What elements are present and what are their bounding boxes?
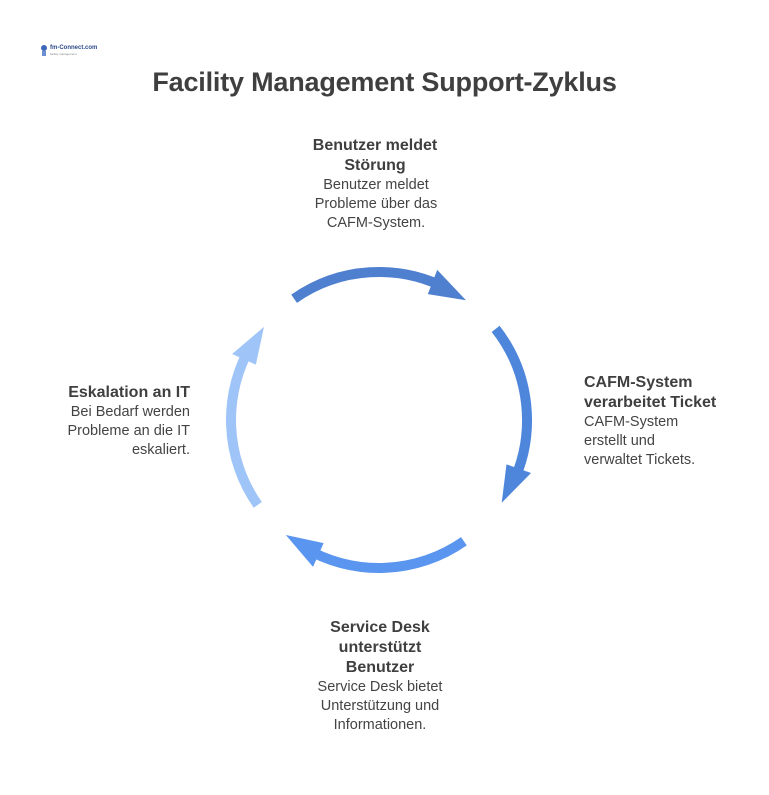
description-line: Unterstützung und: [320, 698, 440, 714]
description-line: Probleme über das: [314, 196, 438, 212]
heading-line: Eskalation an IT: [68, 384, 190, 401]
arc-right: [491, 325, 532, 487]
arc-bottom-arrowhead: [285, 535, 324, 567]
step-left: Eskalation an IT Bei Bedarf werden Probl…: [20, 383, 190, 460]
description-line: Bei Bedarf werden: [70, 404, 190, 420]
arc-left: [226, 341, 262, 508]
heading-line: Benutzer meldet: [312, 137, 438, 154]
arc-left-arrowhead: [232, 326, 264, 365]
logo-icon: [41, 45, 47, 56]
arc-top: [291, 267, 451, 303]
description-line: erstellt und: [584, 433, 655, 449]
description-line: Probleme an die IT: [67, 423, 190, 439]
arc-right-arrowhead: [501, 464, 532, 503]
step-right-heading: CAFM-System verarbeitet Ticket: [584, 373, 754, 413]
description-line: CAFM-System: [584, 414, 679, 430]
step-top: Benutzer meldet Störung Benutzer meldet …: [295, 136, 455, 233]
step-bottom-description: Service Desk bietet Unterstützung und In…: [300, 678, 460, 735]
logo-text: fm-Connect.com: [50, 45, 98, 51]
heading-line: Benutzer: [345, 659, 415, 676]
description-line: eskaliert.: [131, 442, 190, 458]
step-left-heading: Eskalation an IT: [20, 383, 190, 403]
step-top-description: Benutzer meldet Probleme über das CAFM-S…: [295, 176, 455, 233]
step-right-description: CAFM-System erstellt und verwaltet Ticke…: [584, 413, 754, 470]
description-line: verwaltet Tickets.: [584, 452, 696, 468]
step-left-description: Bei Bedarf werden Probleme an die IT esk…: [20, 403, 190, 460]
heading-line: CAFM-System: [584, 374, 693, 391]
step-bottom-heading: Service Desk unterstützt Benutzer: [300, 618, 460, 678]
logo-subtitle: facility management: [50, 52, 77, 56]
heading-line: Service Desk: [330, 619, 430, 636]
heading-line: unterstützt: [338, 639, 422, 656]
heading-line: Störung: [344, 157, 406, 174]
description-line: Informationen.: [333, 717, 427, 733]
description-line: Service Desk bietet: [317, 679, 443, 695]
step-top-heading: Benutzer meldet Störung: [295, 136, 455, 176]
heading-line: verarbeitet Ticket: [584, 394, 717, 411]
arc-bottom: [300, 537, 467, 573]
step-right: CAFM-System verarbeitet Ticket CAFM-Syst…: [584, 373, 754, 470]
arc-top-arrowhead: [427, 269, 466, 301]
description-line: CAFM-System.: [326, 215, 426, 231]
diagram-title: Facility Management Support-Zyklus: [152, 67, 617, 97]
description-line: Benutzer meldet: [323, 177, 429, 193]
logo: fm-Connect.com facility management: [38, 43, 97, 59]
step-bottom: Service Desk unterstützt Benutzer Servic…: [300, 618, 460, 735]
